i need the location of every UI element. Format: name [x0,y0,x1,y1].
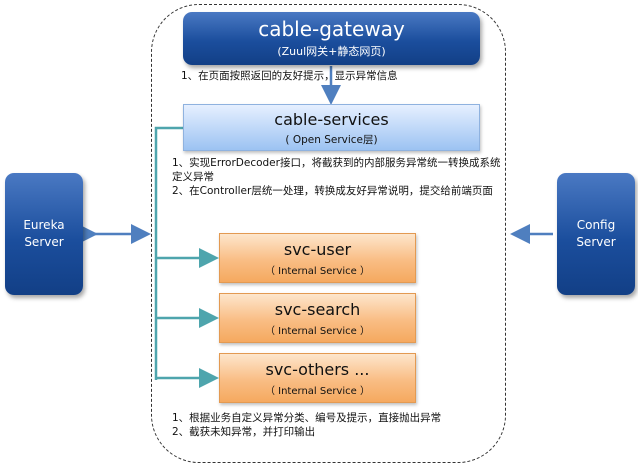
internal-note-line-1: 1、根据业务自定义异常分类、编号及提示，直接抛出异常 [172,412,442,424]
services-note: 1、实现ErrorDecoder接口，将截获到的内部服务异常统一转换成系统定义异… [172,156,502,198]
system-boundary [151,4,506,463]
eureka-label-line-1: Eureka [23,218,65,232]
services-bracket-line [154,126,183,380]
services-subtitle: ( Open Service层) [285,134,378,146]
eureka-server-box: Eureka Server [5,173,83,295]
internal-note: 1、根据业务自定义异常分类、编号及提示，直接抛出异常 2、截获未知异常，并打印输… [172,411,502,439]
gateway-subtitle: (Zuul网关+静态网页) [277,45,386,58]
gateway-note: 1、在页面按照返回的友好提示，显示异常信息 [181,70,398,82]
svc-user-title: svc-user [283,240,352,259]
svc-search-box: svc-search （ Internal Service ） [219,293,416,343]
internal-note-line-2: 2、截获未知异常，并打印输出 [172,426,316,438]
svc-user-subtitle: （ Internal Service ） [264,266,371,277]
svc-others-title: svc-others ... [265,360,370,379]
svc-user-box: svc-user （ Internal Service ） [219,233,416,283]
services-title: cable-services [274,110,389,129]
config-label-line-2: Server [576,235,616,249]
svc-search-subtitle: （ Internal Service ） [264,326,371,337]
services-note-line-1: 1、实现ErrorDecoder接口，将截获到的内部服务异常统一转换成系统定义异… [172,157,501,183]
services-note-line-2: 2、在Controller层统一处理，转换成友好异常说明，提交给前端页面 [172,185,493,197]
gateway-title: cable-gateway [258,17,405,41]
svc-search-title: svc-search [274,300,361,319]
config-label-line-1: Config [576,218,616,232]
svc-others-box: svc-others ... （ Internal Service ） [219,353,416,403]
config-server-box: Config Server [557,173,635,295]
svc-others-subtitle: （ Internal Service ） [264,386,371,397]
eureka-label-line-2: Server [24,235,64,249]
cable-services-box: cable-services ( Open Service层) [183,104,480,151]
cable-gateway-box: cable-gateway (Zuul网关+静态网页) [183,12,480,65]
